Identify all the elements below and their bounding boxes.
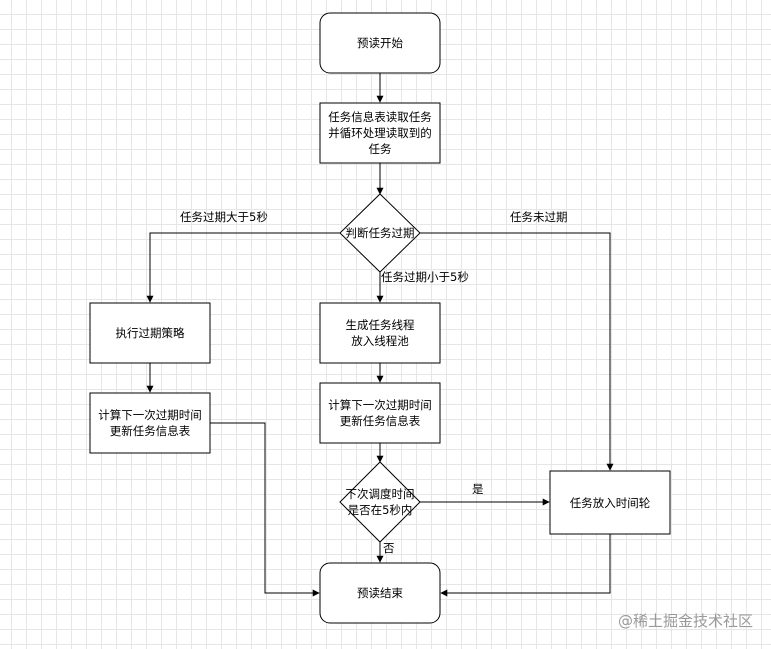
edge-label-no: 否 [383, 541, 395, 555]
nodes [89, 12, 671, 624]
node-exec-policy-shape [89, 302, 211, 364]
node-time-wheel-shape [549, 470, 671, 535]
watermark: @稀土掘金技术社区 [617, 612, 753, 630]
edge-label-expired-under-5s: 任务过期小于5秒 [381, 270, 469, 284]
node-start-shape [319, 12, 441, 74]
edge-check-to-policy [146, 232, 340, 303]
node-check-expired-shape [339, 193, 421, 273]
edge-label-expired-over-5s: 任务过期大于5秒 [180, 210, 268, 224]
edge-label-yes: 是 [472, 482, 484, 496]
node-exec-expire-policy: 执行过期策略 [115, 326, 185, 340]
edge-check-to-wheel [420, 232, 614, 471]
node-check-schedule-shape [339, 461, 421, 543]
edge-label-not-expired: 任务未过期 [510, 210, 568, 224]
node-calc-left-shape [89, 392, 211, 454]
node-check-schedule: 下次调度时间 是否在5秒内 [345, 487, 415, 517]
node-read-tasks: 任务信息表读取任务 并循环处理读取到的 任务 [328, 110, 432, 156]
node-calc-next-left: 计算下一次过期时间 更新任务信息表 [98, 408, 202, 438]
node-end: 预读结束 [357, 586, 403, 600]
node-start: 预读开始 [357, 36, 403, 50]
node-calc-mid-shape [319, 382, 441, 444]
node-calc-next-mid: 计算下一次过期时间 更新任务信息表 [328, 398, 432, 428]
node-time-wheel: 任务放入时间轮 [569, 495, 651, 510]
node-create-thread-shape [319, 302, 441, 364]
edge-calc-left-to-end [210, 422, 320, 597]
connectors [146, 73, 614, 597]
node-end-shape [319, 562, 441, 624]
edge-wheel-to-end [440, 534, 611, 597]
node-create-thread: 生成任务线程 放入线程池 [345, 318, 415, 348]
node-read-tasks-shape [319, 102, 441, 164]
node-check-expired: 判断任务过期 [345, 226, 415, 240]
